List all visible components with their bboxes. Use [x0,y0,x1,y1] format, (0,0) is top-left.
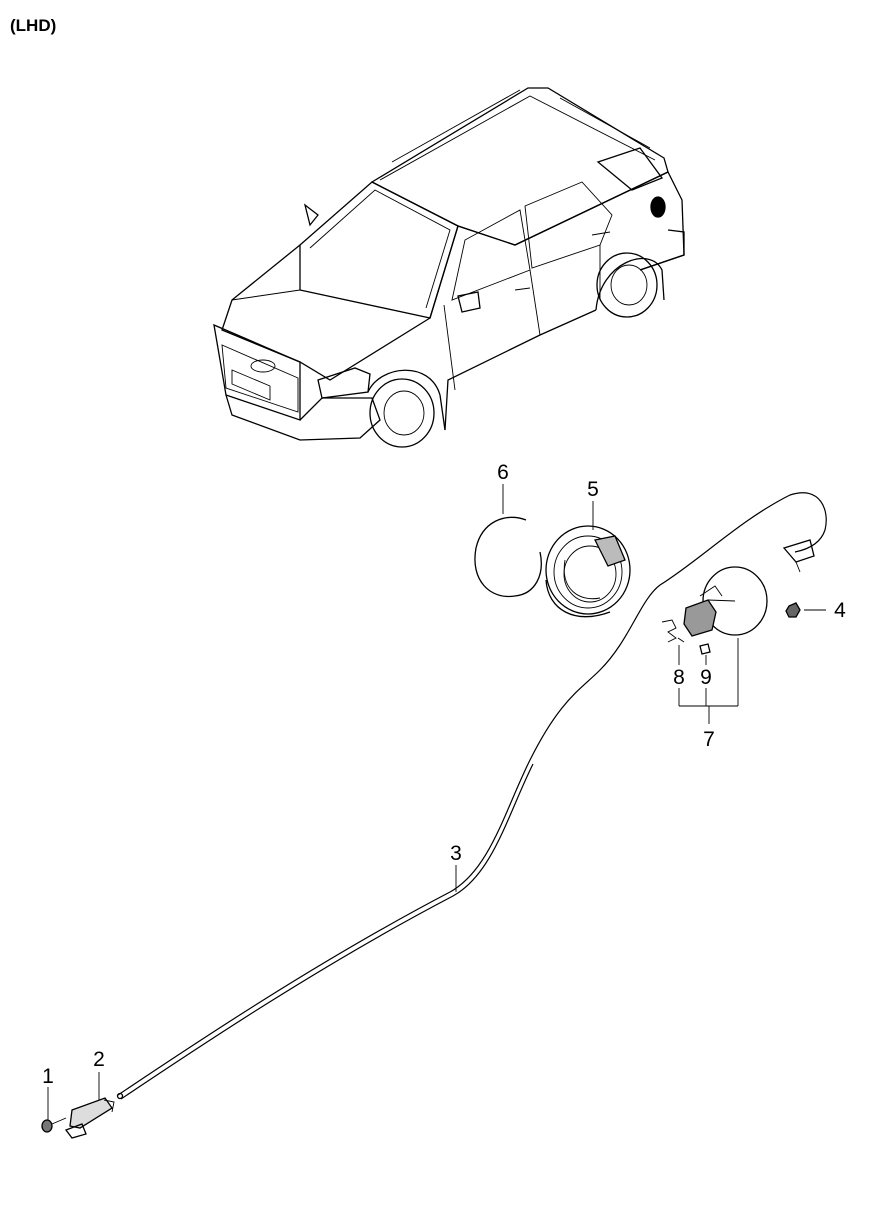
callout-8: 8 [673,666,685,689]
fuel-filler-cable [117,492,827,1096]
callout-1: 1 [42,1065,54,1088]
screw-part-1 [41,1117,67,1133]
cable-end-connector [782,539,815,573]
bumper-part-9 [699,643,711,655]
callout-3: 3 [450,842,462,865]
fuel-door-part-7 [683,566,768,637]
callout-6: 6 [497,461,509,484]
variant-label: (LHD) [10,16,57,35]
callout-2: 2 [93,1048,105,1071]
callout-7: 7 [703,728,715,751]
release-lever-part-2 [64,1092,124,1139]
callout-5: 5 [587,478,599,501]
spring-part-8 [661,619,685,643]
callout-4: 4 [834,599,846,622]
leader-lines [47,484,826,1120]
callout-9: 9 [700,666,712,689]
seal-ring-part-6 [474,516,542,598]
vehicle-illustration [213,87,685,448]
callout-numbers: 1 2 3 4 5 6 7 8 9 [42,461,846,1088]
nut-part-4 [785,602,801,618]
fuel-door-location-marker [650,196,666,218]
filler-housing-part-5 [545,525,631,618]
